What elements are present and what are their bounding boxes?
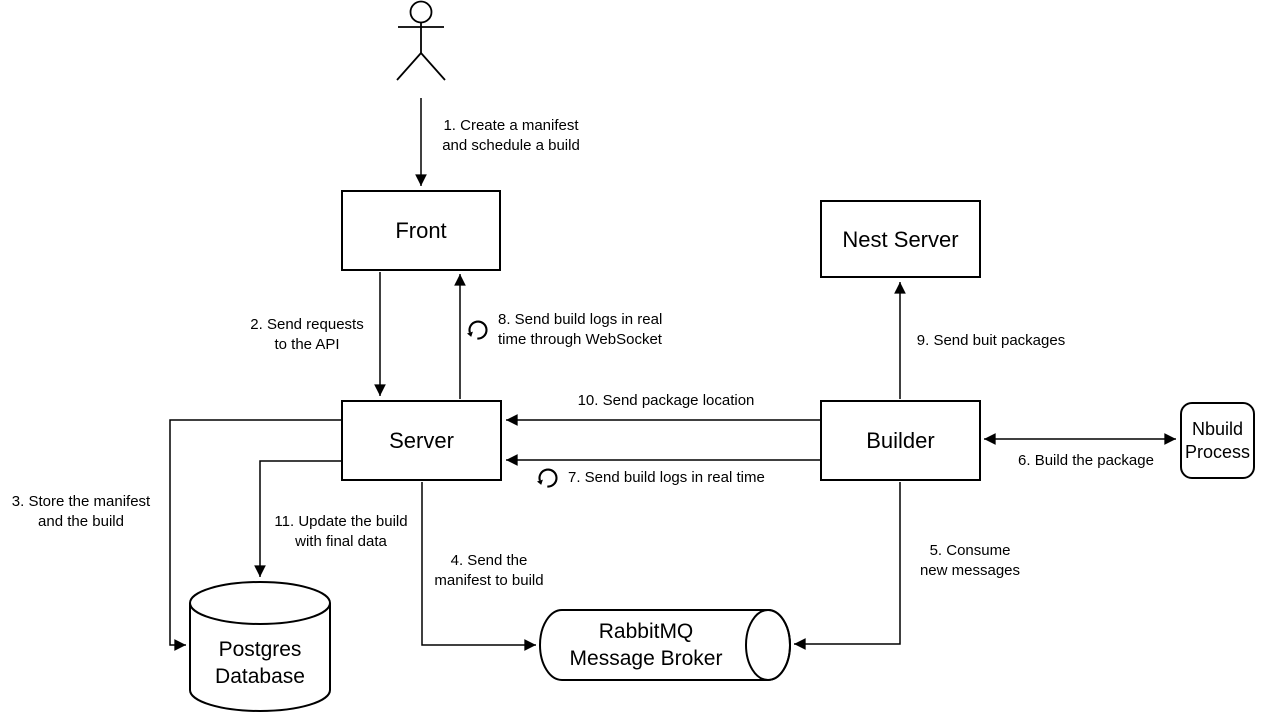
rabbitmq-cylinder: [538, 609, 792, 681]
edge-7-label: 7. Send build logs in real time: [536, 466, 765, 490]
user-actor-icon: [396, 0, 446, 81]
edge-3-label: 3. Store the manifest and the build: [11, 493, 151, 530]
node-nest-server: Nest Server: [820, 200, 981, 278]
node-server: Server: [341, 400, 502, 481]
postgres-cylinder: [189, 581, 331, 712]
edge-7-label-text: 7. Send build logs in real time: [568, 469, 765, 487]
edge-5-line: [794, 482, 901, 650]
edge-8-label-text: 8. Send build logs in real time through …: [498, 311, 663, 348]
edge-6-label: 6. Build the package: [1018, 452, 1154, 469]
edge-10-label: 10. Send package location: [577, 392, 755, 409]
node-builder: Builder: [820, 400, 981, 481]
edge-11-label: 11. Update the build with final data: [274, 513, 408, 550]
loop-arrow-icon: [537, 468, 558, 488]
node-postgres-label: Postgres Database: [215, 638, 305, 688]
edge-4-label: 4. Send the manifest to build: [434, 552, 544, 589]
edge-11-line: [254, 460, 341, 577]
node-nbuild-process: Nbuild Process: [1180, 402, 1255, 479]
loop-arrow-icon: [467, 320, 488, 340]
node-front: Front: [341, 190, 501, 271]
edge-8-label: 8. Send build logs in real time through …: [466, 310, 662, 349]
node-rabbitmq-label: RabbitMQ Message Broker: [569, 620, 723, 670]
edge-5-label: 5. Consume new messages: [919, 542, 1021, 579]
edge-4-line: [421, 482, 536, 651]
edge-3-line: [169, 419, 341, 651]
edge-2-label: 2. Send requests to the API: [250, 316, 364, 353]
edge-1-label: 1. Create a manifest and schedule a buil…: [442, 117, 580, 154]
edge-9-label: 9. Send buit packages: [916, 332, 1066, 349]
